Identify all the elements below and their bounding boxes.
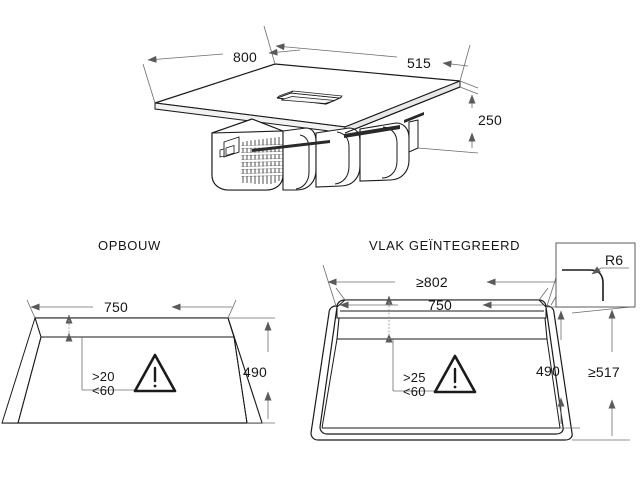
dim-label-depth-515: 515 [407, 55, 431, 71]
left-note-thickness-max: <60 [92, 383, 115, 398]
left-view-title: OPBOUW [98, 238, 161, 253]
warning-triangle-icon-right [433, 354, 477, 394]
right-dim-label-outer-width: ≥802 [416, 274, 448, 290]
right-note-thickness-max: <60 [403, 384, 426, 399]
left-section-view [1, 299, 275, 424]
right-section-view [310, 264, 631, 441]
corner-radius-detail-box [555, 242, 636, 308]
top-isometric-view [142, 25, 479, 191]
filter-housing [211, 118, 284, 191]
dim-label-height-250: 250 [478, 112, 502, 128]
dim-label-width-800: 800 [233, 49, 257, 65]
grille-strips [252, 112, 424, 152]
right-dim-label-outer-depth: ≥517 [588, 364, 620, 380]
detail-label-r6: R6 [605, 252, 624, 268]
right-dim-label-750: 750 [428, 297, 452, 313]
left-dim-label-490: 490 [243, 364, 267, 380]
top-view-dimensions [142, 25, 479, 154]
right-dim-label-490: 490 [536, 363, 560, 379]
extraction-slot [276, 90, 343, 105]
right-view-title: VLAK GEÏNTEGREERD [369, 238, 521, 253]
left-note-thickness-min: >20 [92, 369, 115, 384]
right-note-thickness-min: >25 [403, 370, 426, 385]
warning-triangle-icon-left [133, 353, 177, 393]
left-dim-label-750: 750 [104, 299, 128, 315]
left-view-dimensions [26, 299, 275, 424]
